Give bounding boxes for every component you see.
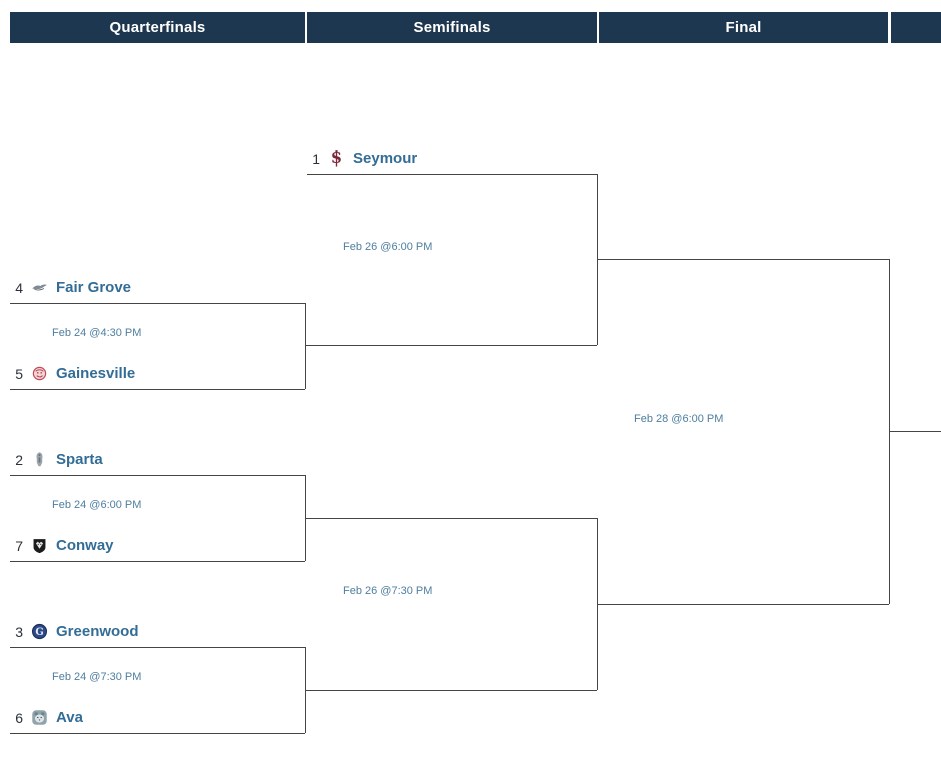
bracket-line-final-top [597,259,889,260]
bracket-line-sparta [10,475,305,476]
game-time-sf2[interactable]: Feb 26 @7:30 PM [343,585,433,597]
bracket-line-seymour [307,174,597,175]
seymour-logo-icon: S [328,150,345,167]
team-seymour[interactable]: 1 S Seymour [311,148,417,169]
team-seed: 7 [15,537,23,554]
bracket-line-qf1-winner [305,345,597,346]
game-time-qf3[interactable]: Feb 24 @7:30 PM [52,671,142,683]
team-name-link[interactable]: Seymour [353,150,418,167]
bracket-line-qf2-winner [305,518,597,519]
fair-grove-logo-icon [31,279,48,296]
team-seed: 3 [15,623,23,640]
header-quarterfinals: Quarterfinals [10,12,305,43]
game-time-final[interactable]: Feb 28 @6:00 PM [634,413,724,425]
team-sparta[interactable]: 2 Sparta [14,449,103,470]
gainesville-logo-icon [31,365,48,382]
bracket-line-fair-grove [10,303,305,304]
bracket-line-gainesville [10,389,305,390]
team-seed: 1 [312,150,320,167]
bracket-line-greenwood [10,647,305,648]
svg-text:G: G [35,627,43,638]
bracket-line-champion [889,431,941,432]
bracket-line-qf1-vertical [305,303,306,389]
sparta-logo-icon [31,451,48,468]
team-seed: 6 [15,709,23,726]
team-name-link[interactable]: Gainesville [56,365,136,382]
team-gainesville[interactable]: 5 Gainesville [14,363,135,384]
bracket-line-conway [10,561,305,562]
conway-logo-icon [31,537,48,554]
game-time-qf2[interactable]: Feb 24 @6:00 PM [52,499,142,511]
header-final: Final [599,12,888,43]
team-name-link[interactable]: Fair Grove [56,279,132,296]
ava-logo-icon [31,709,48,726]
header-next-round-partial [891,12,941,43]
team-seed: 2 [15,451,23,468]
game-time-qf1[interactable]: Feb 24 @4:30 PM [52,327,142,339]
bracket-line-ava [10,733,305,734]
greenwood-logo-icon: G [31,623,48,640]
game-time-sf1[interactable]: Feb 26 @6:00 PM [343,241,433,253]
bracket-line-qf3-winner [305,690,597,691]
header-semifinals: Semifinals [307,12,597,43]
team-ava[interactable]: 6 Ava [14,707,83,728]
team-seed: 4 [15,279,23,296]
team-name-link[interactable]: Ava [56,709,83,726]
team-greenwood[interactable]: 3 G Greenwood [14,621,139,642]
team-name-link[interactable]: Greenwood [56,623,139,640]
bracket-line-final-bottom [597,604,889,605]
team-name-link[interactable]: Conway [56,537,114,554]
team-conway[interactable]: 7 Conway [14,535,114,556]
team-name-link[interactable]: Sparta [56,451,103,468]
team-seed: 5 [15,365,23,382]
team-fair-grove[interactable]: 4 Fair Grove [14,277,131,298]
